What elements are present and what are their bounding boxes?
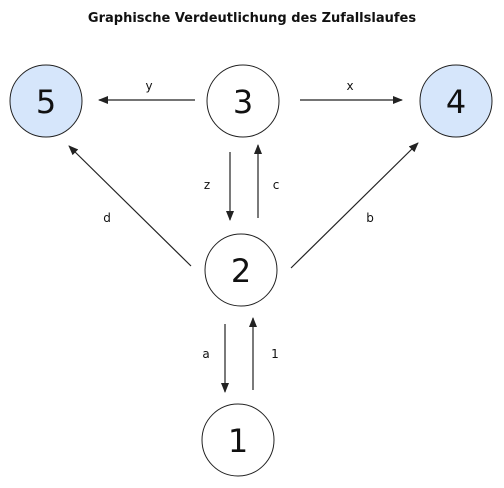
edge-label-1: 1 <box>271 347 279 361</box>
node-2-label: 2 <box>231 252 251 290</box>
node-1-label: 1 <box>228 422 248 460</box>
node-2-circle <box>204 233 278 307</box>
node-3-label: 3 <box>233 83 253 121</box>
edge-2-to-5 <box>68 145 192 267</box>
node-3: 3 <box>206 64 280 138</box>
edge-label-d: d <box>103 211 111 225</box>
node-1: 1 <box>201 403 275 477</box>
node-4-label: 4 <box>446 83 466 121</box>
node-1-circle <box>201 403 275 477</box>
node-3-circle <box>206 64 280 138</box>
node-2: 2 <box>204 233 278 307</box>
edge-label-c: c <box>273 178 280 192</box>
diagram-title: Graphische Verdeutlichung des Zufallslau… <box>87 11 417 26</box>
edge-label-a: a <box>202 347 209 361</box>
node-4-circle <box>419 64 493 138</box>
node-5-circle <box>9 64 83 138</box>
edge-label-b: b <box>366 211 374 225</box>
edge-label-z: z <box>204 178 210 192</box>
edge-label-x: x <box>346 79 353 93</box>
node-4: 4 <box>419 64 493 138</box>
edge-label-y: y <box>145 79 152 93</box>
node-5-label: 5 <box>36 83 56 121</box>
edge-2-to-4 <box>290 142 419 269</box>
node-5: 5 <box>9 64 83 138</box>
